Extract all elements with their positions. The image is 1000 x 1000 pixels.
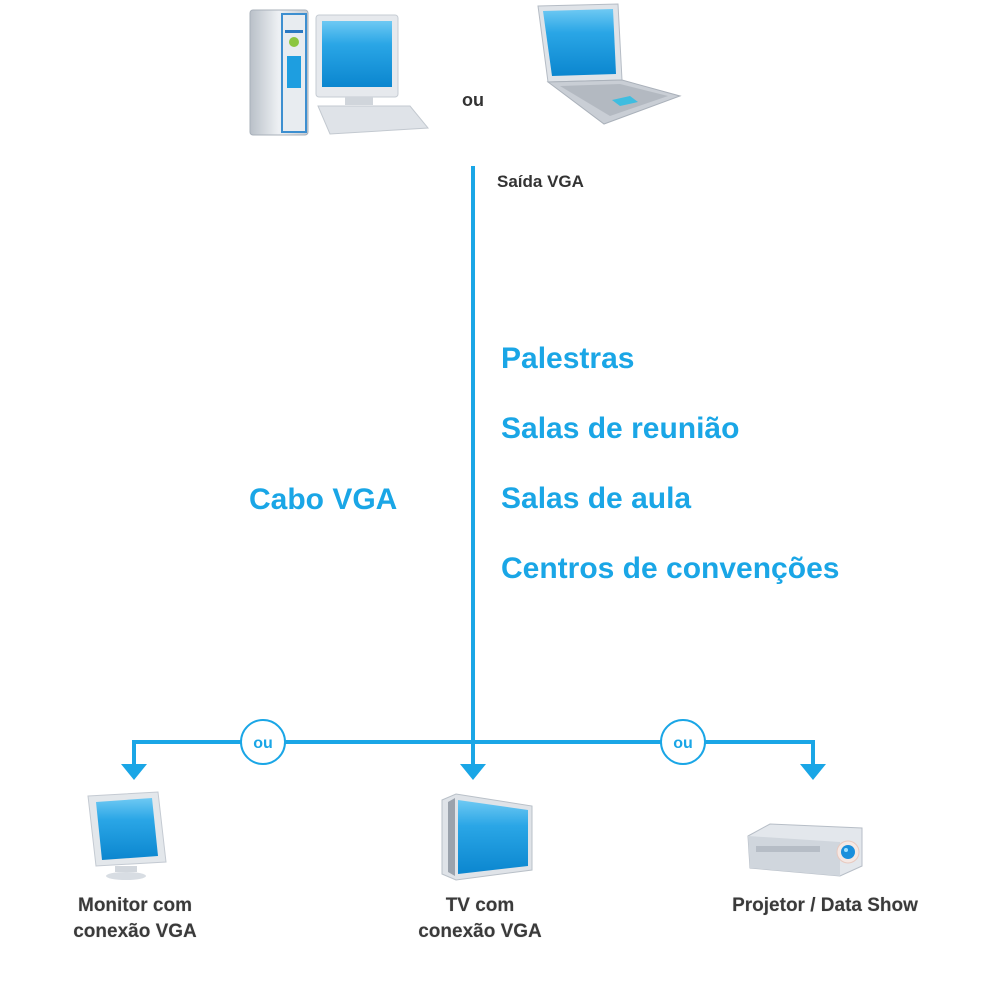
arrow-down-right-icon xyxy=(800,764,826,780)
uses-list: Palestras Salas de reunião Salas de aula… xyxy=(501,342,839,622)
monitor-label-line1: Monitor com xyxy=(78,895,192,916)
monitor-label: Monitor com conexão VGA xyxy=(30,893,240,945)
ou-circle-right: ou xyxy=(660,719,706,765)
arrow-down-center-icon xyxy=(460,764,486,780)
tv-label-line2: conexão VGA xyxy=(418,921,542,942)
ou-circle-left: ou xyxy=(240,719,286,765)
tv-icon xyxy=(441,793,533,881)
use-item: Salas de reunião xyxy=(501,412,740,445)
laptop-icon xyxy=(537,3,682,125)
use-item: Centros de convenções xyxy=(501,552,840,585)
projector-label-line1: Projetor / Data Show xyxy=(732,895,918,916)
tv-label: TV com conexão VGA xyxy=(375,893,585,945)
use-item: Salas de aula xyxy=(501,482,692,515)
ou-circle-right-text: ou xyxy=(673,735,693,752)
source-separator-text: ou xyxy=(462,90,484,110)
cable-label: Cabo VGA xyxy=(249,483,398,516)
vga-output-label: Saída VGA xyxy=(497,172,584,191)
monitor-label-line2: conexão VGA xyxy=(73,921,197,942)
projector-icon xyxy=(747,823,863,877)
desktop-computer-icon xyxy=(249,9,430,136)
arrow-down-left-icon xyxy=(121,764,147,780)
branch-horizontal-line xyxy=(132,740,815,766)
projector-label: Projetor / Data Show xyxy=(680,893,970,919)
use-item: Palestras xyxy=(501,342,635,375)
ou-circle-left-text: ou xyxy=(253,735,273,752)
monitor-icon xyxy=(87,791,167,880)
tv-label-line1: TV com xyxy=(445,895,515,916)
